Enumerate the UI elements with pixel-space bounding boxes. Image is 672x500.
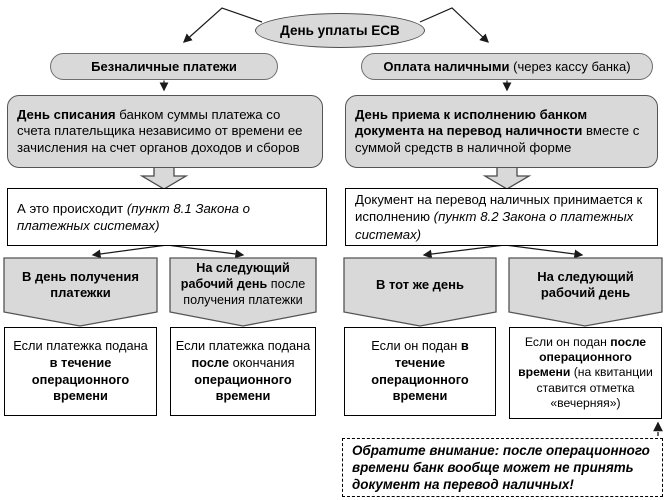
note-text: Обратите внимание: после операционного в… <box>352 442 650 493</box>
left-branch-label: Безналичные платежи <box>91 59 237 74</box>
root-label: День уплаты ЕСВ <box>280 23 400 38</box>
when-left1-text: В день получения платежки <box>22 268 139 300</box>
case-right2-text: Если он подан после операционного времен… <box>518 334 653 411</box>
block-arrow-left <box>139 166 189 190</box>
when-shape-left2 <box>169 257 317 327</box>
when-shape-right1 <box>343 257 497 327</box>
when-left1-box: В день получения платежки <box>4 258 157 312</box>
when-right1-text: В тот же день <box>375 276 464 292</box>
arrow-root-to-right <box>419 7 489 43</box>
when-right1-box: В тот же день <box>344 258 496 312</box>
case-left2-text: Если платежка подана после окончания опе… <box>175 337 311 404</box>
right-branch-label: Оплата наличными (через кассу банка) <box>383 59 631 74</box>
when-shape-left1 <box>3 257 158 327</box>
case-right1-box: Если он подан в течение операционного вр… <box>344 327 496 416</box>
arrow-right-law-to-when1 <box>422 244 506 259</box>
case-left1-text: Если платежка подана в течение операцион… <box>13 337 148 404</box>
when-right2-text: На следующий рабочий день <box>537 268 634 300</box>
when-right2-box: На следующий рабочий день <box>509 258 662 312</box>
left-law-text: А это происходит (пункт 8.1 Закона о пла… <box>17 200 250 233</box>
case-right1-text: Если он подан в течение операционного вр… <box>371 337 469 404</box>
right-rule-text: День приема к исполнению банком документ… <box>355 106 640 155</box>
right-rule-box: День приема к исполнению банком документ… <box>345 95 658 168</box>
arrow-left-law-to-when2 <box>166 244 245 259</box>
case-left2-box: Если платежка подана после окончания опе… <box>170 327 316 416</box>
case-left1-box: Если платежка подана в течение операцион… <box>4 327 157 416</box>
left-rule-box: День списания банком суммы платежа со сч… <box>7 95 323 168</box>
right-branch-header: Оплата наличными (через кассу банка) <box>361 53 653 80</box>
right-law-box: Документ на перевод наличных принимается… <box>345 188 658 246</box>
when-shape-right2 <box>508 257 663 327</box>
when-left2-box: На следующий рабочий день после получени… <box>170 258 316 312</box>
arrow-left-law-to-when1 <box>91 244 168 259</box>
case-right2-box: Если он подан после операционного времен… <box>509 327 662 419</box>
left-branch-header: Безналичные платежи <box>50 53 278 80</box>
root-node: День уплаты ЕСВ <box>255 13 425 48</box>
when-left2-text: На следующий рабочий день после получени… <box>180 261 306 307</box>
right-law-text: Документ на перевод наличных принимается… <box>355 192 643 242</box>
left-law-box: А это происходит (пункт 8.1 Закона о пла… <box>7 188 327 246</box>
note-box: Обратите внимание: после операционного в… <box>342 438 663 497</box>
block-arrow-right <box>482 166 532 190</box>
arrow-root-to-left <box>182 7 263 43</box>
arrow-right-law-to-when2 <box>504 244 584 259</box>
left-rule-text: День списания банком суммы платежа со сч… <box>17 106 303 155</box>
